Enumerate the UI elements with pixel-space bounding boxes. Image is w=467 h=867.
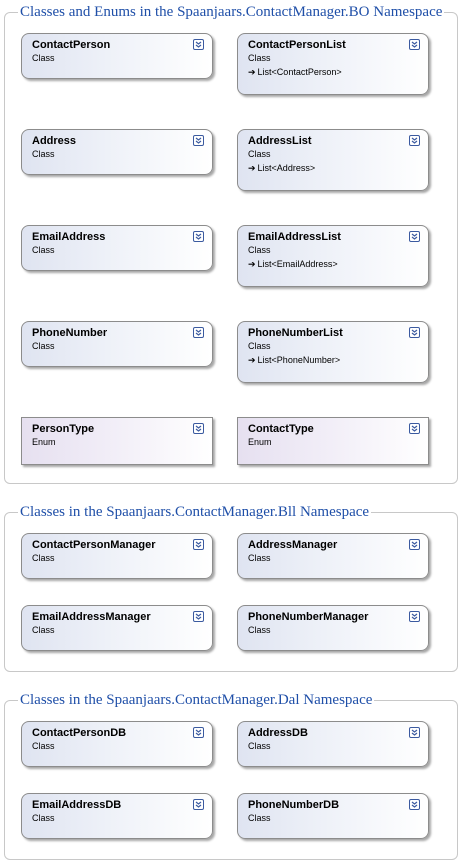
class-contact-person[interactable]: ContactPerson Class [21, 33, 213, 79]
double-chevron-down-icon[interactable] [409, 539, 420, 550]
double-chevron-down-icon[interactable] [193, 539, 204, 550]
shape-kind: Class [32, 245, 55, 255]
base-type-label: List<Address> [257, 163, 316, 173]
shape-kind: Class [32, 341, 55, 351]
shape-name: ContactType [248, 423, 314, 435]
shape-kind: Class [32, 741, 55, 751]
double-chevron-down-icon[interactable] [409, 39, 420, 50]
class-email-address[interactable]: EmailAddress Class [21, 225, 213, 271]
arrow-right-icon: ➔ [248, 67, 256, 77]
shape-name: AddressDB [248, 727, 308, 739]
class-address-manager[interactable]: AddressManager Class [237, 533, 429, 579]
namespace-bo: Classes and Enums in the Spaanjaars.Cont… [4, 3, 458, 484]
shape-name: ContactPerson [32, 39, 111, 51]
class-phone-number[interactable]: PhoneNumber Class [21, 321, 213, 367]
class-address-db[interactable]: AddressDB Class [237, 721, 429, 767]
double-chevron-down-icon[interactable] [409, 611, 420, 622]
shape-name: EmailAddressManager [32, 611, 151, 623]
base-type-label: List<EmailAddress> [257, 259, 338, 269]
shape-kind: Class [32, 813, 55, 823]
shape-kind: Class [248, 741, 271, 751]
base-type: ➔List<EmailAddress> [248, 259, 428, 270]
namespace-dal-title: Classes in the Spaanjaars.ContactManager… [18, 691, 375, 709]
base-type: ➔List<ContactPerson> [248, 67, 428, 78]
arrow-right-icon: ➔ [248, 355, 256, 365]
shape-name: EmailAddressList [248, 231, 341, 243]
class-email-address-list[interactable]: EmailAddressList Class ➔List<EmailAddres… [237, 225, 429, 287]
class-contact-person-manager[interactable]: ContactPersonManager Class [21, 533, 213, 579]
shape-kind: Class [248, 625, 271, 635]
namespace-bo-title: Classes and Enums in the Spaanjaars.Cont… [18, 3, 445, 21]
class-contact-person-db[interactable]: ContactPersonDB Class [21, 721, 213, 767]
shape-kind: Class [248, 553, 271, 563]
shape-kind: Class [32, 625, 55, 635]
shape-kind: Class [248, 813, 271, 823]
shape-kind: Class [248, 245, 271, 255]
shape-name: AddressManager [248, 539, 338, 551]
double-chevron-down-icon[interactable] [409, 423, 420, 434]
double-chevron-down-icon[interactable] [193, 327, 204, 338]
class-email-address-db[interactable]: EmailAddressDB Class [21, 793, 213, 839]
double-chevron-down-icon[interactable] [409, 327, 420, 338]
double-chevron-down-icon[interactable] [193, 727, 204, 738]
class-contact-person-list[interactable]: ContactPersonList Class ➔List<ContactPer… [237, 33, 429, 95]
shape-kind: Enum [32, 437, 56, 447]
shape-name: PhoneNumberManager [248, 611, 369, 623]
shape-name: ContactPersonManager [32, 539, 156, 551]
base-type: ➔List<Address> [248, 163, 428, 174]
double-chevron-down-icon[interactable] [193, 231, 204, 242]
enum-contact-type[interactable]: ContactType Enum [237, 417, 429, 465]
namespace-bll-title: Classes in the Spaanjaars.ContactManager… [18, 503, 372, 521]
double-chevron-down-icon[interactable] [193, 799, 204, 810]
shape-kind: Class [32, 149, 55, 159]
base-type: ➔List<PhoneNumber> [248, 355, 428, 366]
shape-kind: Class [32, 53, 55, 63]
arrow-right-icon: ➔ [248, 259, 256, 269]
class-phone-number-db[interactable]: PhoneNumberDB Class [237, 793, 429, 839]
shape-name: PersonType [32, 423, 95, 435]
enum-person-type[interactable]: PersonType Enum [21, 417, 213, 465]
shape-name: ContactPersonDB [32, 727, 127, 739]
namespace-bll: Classes in the Spaanjaars.ContactManager… [4, 503, 458, 672]
shape-name: EmailAddressDB [32, 799, 122, 811]
shape-kind: Class [248, 149, 271, 159]
class-address-list[interactable]: AddressList Class ➔List<Address> [237, 129, 429, 191]
arrow-right-icon: ➔ [248, 163, 256, 173]
class-email-address-manager[interactable]: EmailAddressManager Class [21, 605, 213, 651]
double-chevron-down-icon[interactable] [193, 135, 204, 146]
double-chevron-down-icon[interactable] [193, 39, 204, 50]
class-phone-number-manager[interactable]: PhoneNumberManager Class [237, 605, 429, 651]
shape-name: Address [32, 135, 77, 147]
shape-name: PhoneNumberDB [248, 799, 340, 811]
base-type-label: List<PhoneNumber> [257, 355, 341, 365]
shape-name: PhoneNumber [32, 327, 108, 339]
double-chevron-down-icon[interactable] [193, 611, 204, 622]
shape-kind: Class [248, 53, 271, 63]
shape-name: PhoneNumberList [248, 327, 343, 339]
shape-name: EmailAddress [32, 231, 106, 243]
shape-name: ContactPersonList [248, 39, 346, 51]
double-chevron-down-icon[interactable] [409, 799, 420, 810]
shape-kind: Class [32, 553, 55, 563]
class-phone-number-list[interactable]: PhoneNumberList Class ➔List<PhoneNumber> [237, 321, 429, 383]
namespace-dal: Classes in the Spaanjaars.ContactManager… [4, 691, 458, 860]
double-chevron-down-icon[interactable] [409, 231, 420, 242]
base-type-label: List<ContactPerson> [257, 67, 342, 77]
double-chevron-down-icon[interactable] [409, 135, 420, 146]
double-chevron-down-icon[interactable] [409, 727, 420, 738]
double-chevron-down-icon[interactable] [193, 423, 204, 434]
shape-kind: Enum [248, 437, 272, 447]
shape-kind: Class [248, 341, 271, 351]
shape-name: AddressList [248, 135, 312, 147]
class-address[interactable]: Address Class [21, 129, 213, 175]
